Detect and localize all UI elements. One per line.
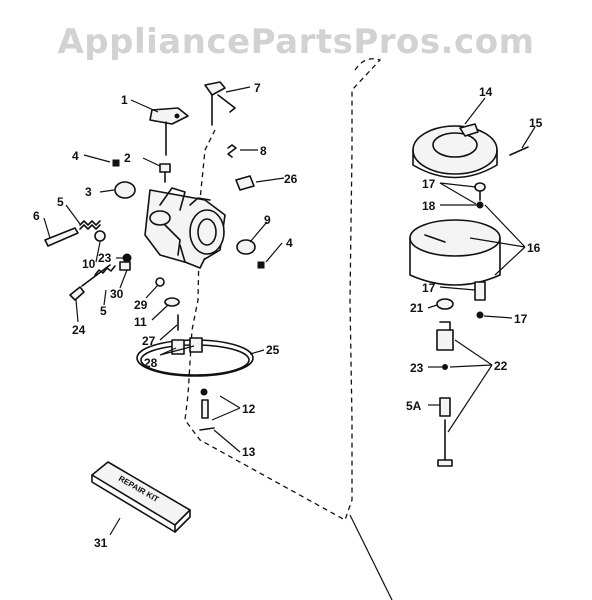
callout-21: 21: [410, 301, 424, 315]
callout-17a: 17: [422, 177, 436, 191]
callout-15: 15: [529, 116, 543, 130]
callout-17c: 17: [514, 312, 528, 326]
callout-31: 31: [94, 536, 108, 550]
callout-23-left: 23: [98, 251, 112, 265]
callout-24: 24: [72, 323, 86, 337]
fitting-17-lower: [474, 281, 486, 301]
spring-5: [79, 220, 101, 230]
watermark: AppliancePartsPros.com: [57, 22, 535, 62]
callout-27: 27: [142, 334, 156, 348]
fitting-26: [235, 175, 255, 191]
needle-24: [69, 264, 116, 301]
callout-18: 18: [422, 199, 436, 213]
callout-labels: 1 2 3 4 4 5 5 6 7 8 9 10 11 12 13 14 15 …: [33, 81, 543, 550]
screw-2: [159, 163, 171, 183]
callout-29: 29: [134, 298, 148, 312]
cover-14: [412, 123, 498, 179]
callout-10: 10: [82, 257, 96, 271]
nut-22: [436, 321, 454, 351]
part-23-left: [122, 253, 132, 263]
throttle-shaft: [149, 107, 189, 156]
callout-12: 12: [242, 402, 256, 416]
washer-11: [164, 297, 180, 307]
bowl-16: [409, 219, 501, 286]
callout-4b: 4: [286, 236, 293, 250]
fitting-17-top: [474, 182, 486, 201]
screw-4-top: [112, 159, 120, 167]
lever-7: [204, 81, 236, 126]
leader-lines: [43, 86, 536, 536]
callout-17b: 17: [422, 281, 436, 295]
callout-30: 30: [110, 287, 124, 301]
screw-4-right: [257, 261, 265, 269]
part-13: [199, 427, 215, 431]
part-18: [476, 201, 484, 209]
callout-9: 9: [264, 213, 271, 227]
spring-5A: [439, 397, 451, 417]
callout-16: 16: [527, 241, 541, 255]
callout-25: 25: [266, 343, 280, 357]
bolt-22: [437, 419, 453, 467]
callout-8: 8: [260, 144, 267, 158]
carburetor-body: [144, 187, 226, 269]
part-12: [200, 388, 209, 419]
part-23-right: [442, 364, 448, 370]
callout-7: 7: [254, 81, 261, 95]
callout-5: 5: [57, 195, 64, 209]
callout-3: 3: [85, 185, 92, 199]
assembly-outline: [184, 58, 382, 521]
outline-leader: [349, 514, 393, 600]
part-30: [119, 261, 131, 271]
pin-15: [509, 146, 529, 156]
washer-10: [94, 230, 106, 242]
part-17-right: [476, 311, 484, 319]
washer-21: [436, 298, 454, 310]
callout-1: 1: [121, 93, 128, 107]
callout-26: 26: [284, 172, 298, 186]
callout-14: 14: [479, 85, 493, 99]
callout-4: 4: [72, 149, 79, 163]
part-29: [155, 277, 165, 287]
callout-23-right: 23: [410, 361, 424, 375]
callout-13: 13: [242, 445, 256, 459]
spring-8: [227, 144, 237, 158]
callout-5A: 5A: [406, 399, 422, 413]
needle-6: [44, 227, 79, 247]
callout-28: 28: [144, 356, 158, 370]
callout-2: 2: [124, 151, 131, 165]
choke-plate-9: [236, 239, 256, 255]
throttle-plate: [114, 181, 136, 199]
callout-5b: 5: [100, 304, 107, 318]
callout-6: 6: [33, 209, 40, 223]
repair-kit-31: REPAIR KIT: [91, 461, 191, 533]
callout-22: 22: [494, 359, 508, 373]
callout-11: 11: [134, 315, 147, 329]
